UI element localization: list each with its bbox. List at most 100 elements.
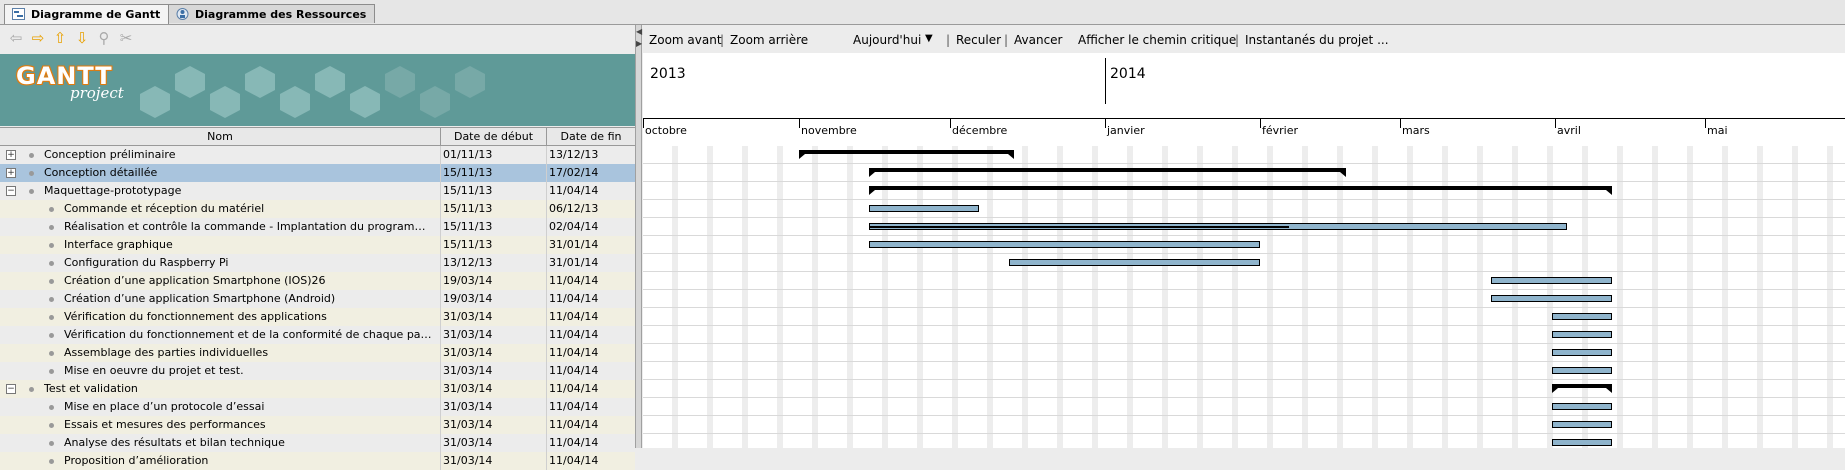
column-header-start[interactable]: Date de début: [441, 128, 547, 145]
timeline-axis: [643, 118, 1845, 119]
year-tick: [1105, 58, 1106, 104]
column-divider: [546, 290, 547, 308]
summary-bar[interactable]: [869, 168, 1346, 177]
task-bar[interactable]: [1552, 331, 1612, 338]
today-dropdown-icon[interactable]: ▼: [925, 33, 933, 44]
month-tick: [1555, 118, 1556, 128]
month-label: février: [1262, 124, 1299, 137]
task-start-date: 31/03/14: [443, 382, 493, 395]
weekend-stripe: [1022, 146, 1028, 448]
column-header-end[interactable]: Date de fin: [560, 130, 622, 143]
arrow-left-icon[interactable]: ⇦: [9, 29, 23, 47]
task-bar[interactable]: [1552, 349, 1612, 356]
zoom-in-button[interactable]: Zoom avant: [649, 33, 722, 47]
separator: |: [1004, 33, 1009, 47]
tab-gantt[interactable]: Diagramme de Gantt: [4, 4, 170, 24]
task-progress: [870, 226, 1289, 228]
expand-toggle-icon[interactable]: +: [6, 150, 16, 160]
chart-toolbar: Zoom avant | Zoom arrière Aujourd'hui ▼ …: [643, 25, 1845, 53]
summary-bar[interactable]: [1552, 384, 1612, 393]
task-bar[interactable]: [1491, 277, 1612, 284]
task-row[interactable]: Création d’une application Smartphone (A…: [0, 290, 635, 308]
task-bar[interactable]: [869, 205, 979, 212]
row-gridline: [643, 199, 1845, 200]
month-tick: [950, 118, 951, 128]
arrow-up-icon[interactable]: ⇧: [53, 29, 67, 47]
task-bar[interactable]: [1552, 421, 1612, 428]
column-header-name[interactable]: Nom: [0, 128, 441, 145]
column-divider: [546, 308, 547, 326]
task-start-date: 31/03/14: [443, 436, 493, 449]
task-name: Analyse des résultats et bilan technique: [64, 436, 285, 449]
arrow-right-icon[interactable]: ⇨: [31, 29, 45, 47]
task-bullet-icon: [29, 153, 34, 158]
task-end-date: 11/04/14: [549, 436, 599, 449]
task-row[interactable]: Création d’une application Smartphone (I…: [0, 272, 635, 290]
task-row[interactable]: Vérification du fonctionnement et de la …: [0, 326, 635, 344]
task-bar[interactable]: [869, 223, 1567, 230]
task-bullet-icon: [49, 297, 54, 302]
arrow-down-icon[interactable]: ⇩: [75, 29, 89, 47]
task-start-date: 15/11/13: [443, 166, 493, 179]
task-bar[interactable]: [869, 241, 1260, 248]
task-bar[interactable]: [1552, 439, 1612, 446]
task-row[interactable]: Réalisation et contrôle la commande - Im…: [0, 218, 635, 236]
year-label: 2013: [650, 66, 686, 82]
zoom-out-button[interactable]: Zoom arrière: [730, 33, 809, 47]
snapshots-button[interactable]: Instantanés du projet ...: [1245, 33, 1389, 47]
weekend-stripe: [1127, 146, 1133, 448]
link-icon[interactable]: ⚲: [98, 29, 110, 47]
logo-banner: GANTT project: [0, 54, 635, 126]
task-bar[interactable]: [1491, 295, 1612, 302]
column-divider: [440, 200, 441, 218]
weekend-stripe: [1302, 146, 1308, 448]
task-bar[interactable]: [1009, 259, 1260, 266]
unlink-icon[interactable]: ✂: [119, 29, 133, 47]
task-start-date: 31/03/14: [443, 310, 493, 323]
expand-toggle-icon[interactable]: −: [6, 384, 16, 394]
tab-resources[interactable]: Diagramme des Ressources: [168, 4, 376, 23]
today-button[interactable]: Aujourd'hui: [853, 33, 922, 47]
task-bar[interactable]: [1552, 313, 1612, 320]
task-name: Création d’une application Smartphone (I…: [64, 274, 326, 287]
task-bar[interactable]: [1552, 367, 1612, 374]
task-bullet-icon: [49, 261, 54, 266]
task-name: Test et validation: [44, 382, 138, 395]
summary-bar[interactable]: [799, 150, 1014, 159]
pane-splitter[interactable]: ◀ ▶: [635, 25, 642, 448]
task-start-date: 19/03/14: [443, 274, 493, 287]
critical-path-button[interactable]: Afficher le chemin critique: [1078, 33, 1237, 47]
expand-toggle-icon[interactable]: −: [6, 186, 16, 196]
task-name: Création d’une application Smartphone (A…: [64, 292, 336, 305]
column-divider: [440, 416, 441, 434]
expand-toggle-icon[interactable]: +: [6, 168, 16, 178]
task-bar[interactable]: [1552, 403, 1612, 410]
column-divider: [546, 146, 547, 164]
tab-label: Diagramme de Gantt: [31, 8, 161, 21]
forward-button[interactable]: Avancer: [1014, 33, 1063, 47]
task-name: Assemblage des parties individuelles: [64, 346, 269, 359]
task-row[interactable]: Analyse des résultats et bilan technique…: [0, 434, 635, 452]
task-row[interactable]: Mise en oeuvre du projet et test.31/03/1…: [0, 362, 635, 380]
back-button[interactable]: Reculer: [956, 33, 1002, 47]
task-row[interactable]: Vérification du fonctionnement des appli…: [0, 308, 635, 326]
weekend-stripe: [952, 146, 958, 448]
column-divider: [546, 326, 547, 344]
summary-bar[interactable]: [869, 186, 1612, 195]
ganttproject-logo: GANTT project: [16, 62, 124, 102]
collapse-left-icon[interactable]: ◀: [636, 27, 643, 36]
month-tick: [643, 118, 644, 128]
weekend-stripe: [1092, 146, 1098, 448]
collapse-right-icon[interactable]: ▶: [636, 39, 643, 48]
